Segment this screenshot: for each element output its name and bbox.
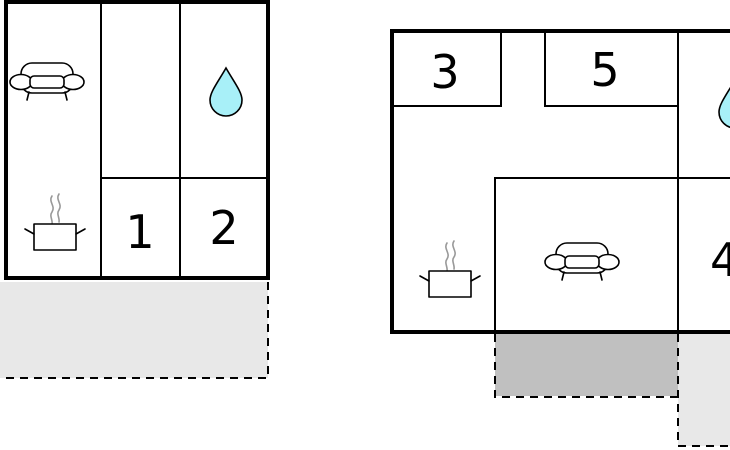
terrace-left (0, 282, 268, 378)
terrace-light-right (678, 334, 730, 446)
right-unit: 3 5 4 (390, 29, 730, 447)
sofa-icon (9, 62, 85, 101)
right-unit-outline (390, 29, 730, 334)
kitchen-pot-icon (24, 193, 86, 251)
kitchen-pot-icon (419, 240, 481, 298)
terrace-dark-outline (494, 334, 678, 398)
wall (544, 31, 678, 107)
room-label-5: 5 (590, 43, 619, 97)
room-label-4: 4 (710, 233, 730, 287)
room-label-1: 1 (125, 205, 154, 259)
wall (494, 177, 730, 332)
wall (392, 31, 502, 107)
terrace-left-outline (0, 282, 269, 379)
sofa-icon (544, 242, 620, 281)
left-unit-outline (4, 0, 270, 280)
room-label-2: 2 (209, 201, 238, 255)
water-drop-icon (209, 67, 243, 117)
water-drop-icon (718, 79, 730, 129)
room-label-3: 3 (430, 45, 459, 99)
terrace-dark (495, 334, 678, 396)
terrace-right-outline (677, 334, 730, 447)
left-unit: 1 2 (0, 0, 270, 379)
